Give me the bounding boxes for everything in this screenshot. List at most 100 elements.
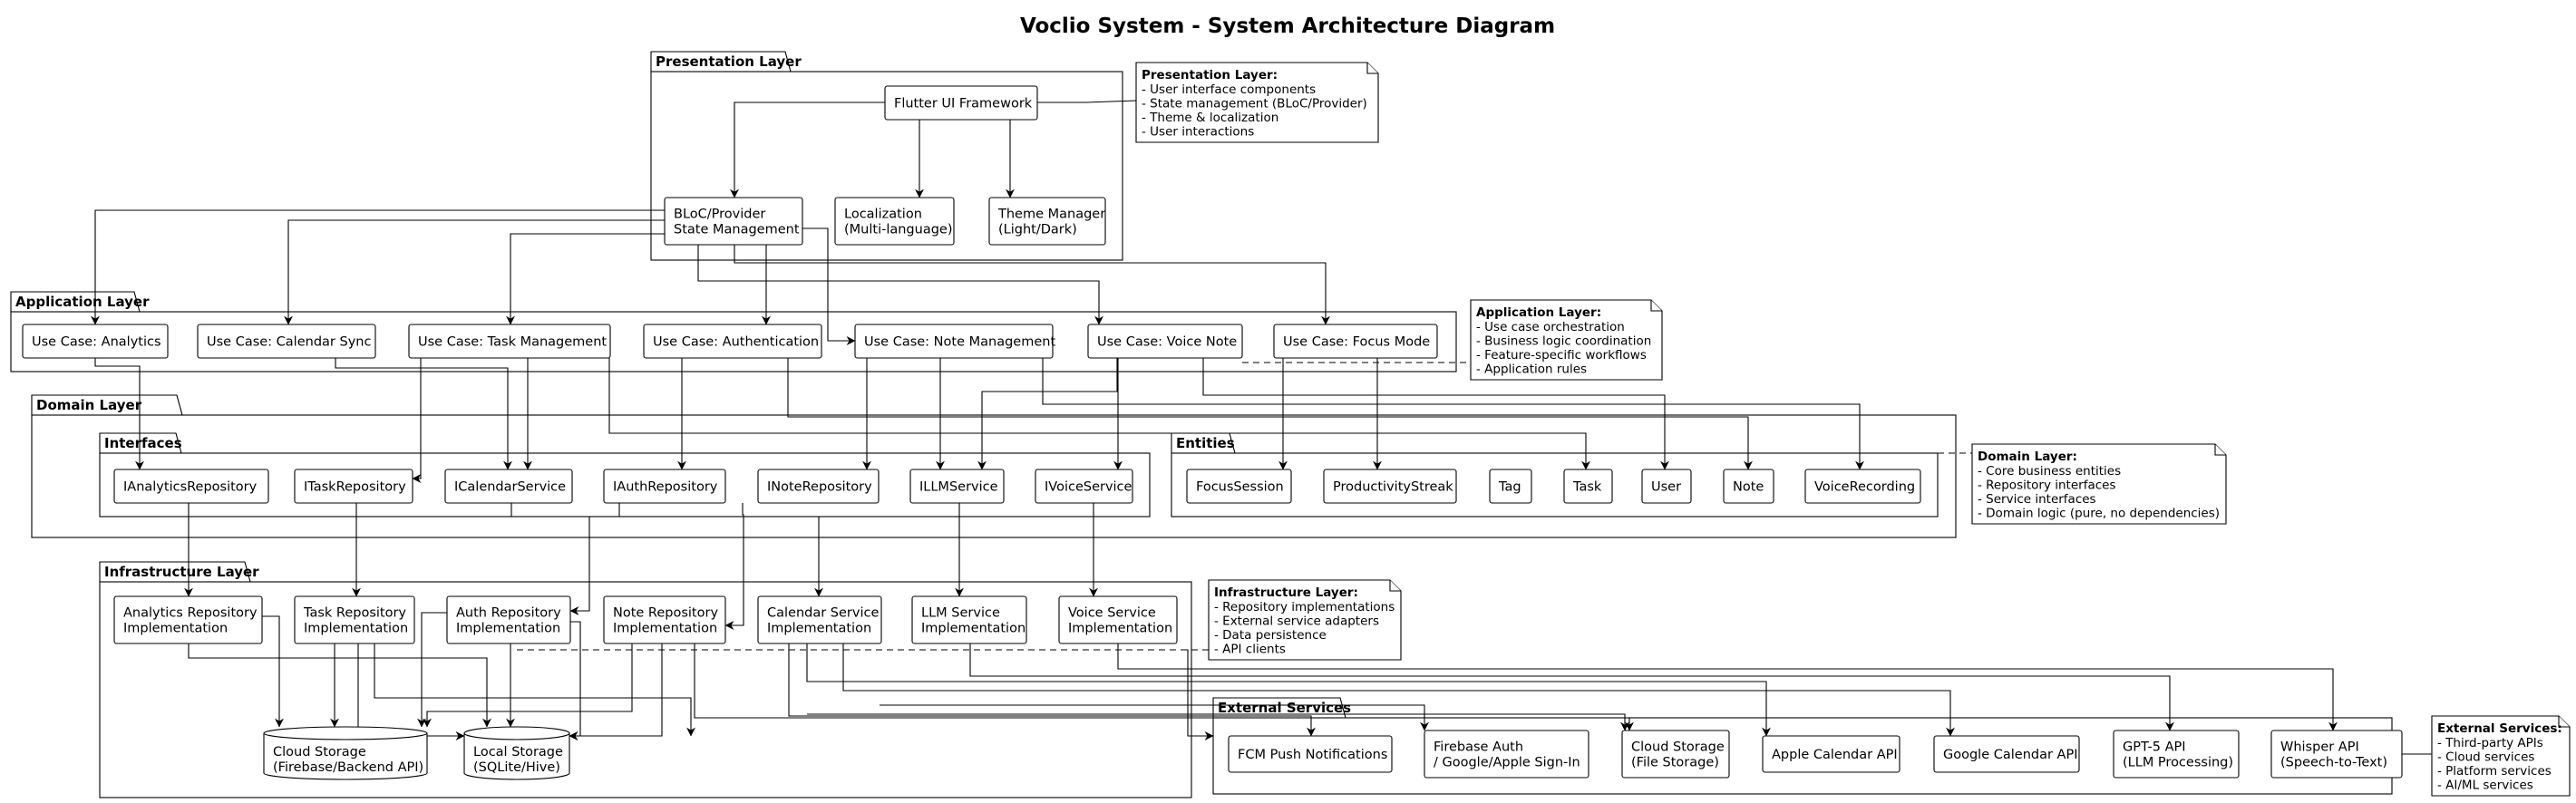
node-localization: Localization(Multi-language) xyxy=(834,197,955,246)
node-label: INoteRepository xyxy=(767,480,872,495)
connector-arrow xyxy=(569,643,663,740)
note-line: - Feature-specific workflows xyxy=(1476,348,1647,363)
note-line: - Data persistence xyxy=(1214,628,1327,643)
package-label-infrastructure: Infrastructure Layer xyxy=(104,564,259,580)
note-domain: Domain Layer:- Core business entities- R… xyxy=(1971,443,2227,525)
package-label-presentation: Presentation Layer xyxy=(656,53,802,70)
node-uc-task: Use Case: Task Management xyxy=(408,324,611,359)
connector-arrow xyxy=(1042,358,1864,470)
connectors xyxy=(91,100,2432,755)
database-label: Local Storage xyxy=(473,745,563,759)
node-uc-voice: Use Case: Voice Note xyxy=(1087,324,1243,359)
note-line: - API clients xyxy=(1214,643,1286,657)
note-title: Domain Layer: xyxy=(1978,450,2077,464)
connector-arrow xyxy=(1117,643,2338,731)
note-line: - User interactions xyxy=(1142,125,1254,140)
node-i-note: INoteRepository xyxy=(757,469,880,504)
connector-arrow xyxy=(412,358,422,483)
node-x-cloud: Cloud Storage(File Storage) xyxy=(1621,730,1730,779)
node-label: Analytics Repository xyxy=(123,606,258,621)
node-label: Apple Calendar API xyxy=(1772,748,1898,762)
note-line: - Domain logic (pure, no dependencies) xyxy=(1978,507,2220,521)
node-label: (Speech-to-Text) xyxy=(2280,756,2387,770)
node-label: Tag xyxy=(1498,480,1521,495)
note-line: - Core business entities xyxy=(1978,464,2121,479)
node-label: Task Repository xyxy=(303,606,406,621)
node-label: ILLMService xyxy=(919,480,998,495)
connector-arrow xyxy=(798,227,856,345)
note-title: Application Layer: xyxy=(1476,305,1601,320)
database-label: (SQLite/Hive) xyxy=(473,760,560,775)
note-line: - Repository interfaces xyxy=(1978,479,2115,493)
note-line: - Theme & localization xyxy=(1142,111,1278,125)
node-label: ITaskRepository xyxy=(304,480,406,495)
node-label: Cloud Storage xyxy=(1631,740,1725,755)
node-theme: Theme Manager(Light/Dark) xyxy=(988,197,1106,246)
node-e-note: Note xyxy=(1723,469,1774,504)
node-label: Use Case: Voice Note xyxy=(1097,335,1237,350)
node-label: ICalendarService xyxy=(454,480,566,495)
note-presentation: Presentation Layer:- User interface comp… xyxy=(1135,62,1379,143)
note-line: - Service interfaces xyxy=(1978,492,2096,507)
node-label: BLoC/Provider xyxy=(674,208,765,222)
node-uc-analytics: Use Case: Analytics xyxy=(22,324,169,359)
note-title: External Services: xyxy=(2437,721,2562,736)
note-line: - External service adapters xyxy=(1214,614,1379,629)
node-label: Note Repository xyxy=(613,606,718,621)
node-uc-calendar: Use Case: Calendar Sync xyxy=(197,324,376,359)
package-label-interfaces: Interfaces xyxy=(104,435,182,451)
note-anchor-presentation xyxy=(1037,100,1137,103)
package-label-domain: Domain Layer xyxy=(36,397,142,413)
note-line: - AI/ML services xyxy=(2437,779,2533,793)
node-flutter: Flutter UI Framework xyxy=(884,85,1038,121)
connector-arrow xyxy=(787,358,1753,470)
node-x-google: Google Calendar API xyxy=(1933,735,2080,773)
node-label: Use Case: Calendar Sync xyxy=(207,335,371,350)
note-infrastructure: Infrastructure Layer:- Repository implem… xyxy=(1208,579,1402,661)
node-label: Implementation xyxy=(123,622,228,636)
connector-arrow xyxy=(569,503,620,615)
node-label: ProductivityStreak xyxy=(1333,480,1453,495)
node-label: Use Case: Authentication xyxy=(653,335,819,350)
note-application: Application Layer:- Use case orchestrati… xyxy=(1470,299,1663,381)
node-i-llm: ILLMService xyxy=(909,469,1005,504)
node-i-calendar: ICalendarService xyxy=(444,469,573,504)
connector-arrow xyxy=(880,704,1429,731)
node-label: Use Case: Task Management xyxy=(418,335,607,350)
node-e-task: Task xyxy=(1563,469,1613,504)
node-label: Implementation xyxy=(304,622,408,636)
node-label: Implementation xyxy=(921,622,1026,636)
node-x-whisper: Whisper API(Speech-to-Text) xyxy=(2270,730,2403,779)
node-e-streak: ProductivityStreak xyxy=(1323,469,1457,504)
note-line: - Use case orchestration xyxy=(1476,320,1625,334)
connector-arrow xyxy=(188,643,491,728)
note-title: Infrastructure Layer: xyxy=(1214,585,1358,600)
note-line: - Repository implementations xyxy=(1214,600,1395,614)
connector-arrow xyxy=(842,643,1955,737)
note-line: - Cloud services xyxy=(2437,750,2534,765)
node-label: Calendar Service xyxy=(767,606,879,621)
node-x-firebase: Firebase Auth/ Google/Apple Sign-In xyxy=(1424,730,1589,779)
node-label: Implementation xyxy=(456,622,560,636)
node-label: IVoiceService xyxy=(1045,480,1132,495)
node-label: GPT-5 API xyxy=(2123,740,2186,755)
diagram-title: Voclio System - System Architecture Diag… xyxy=(1020,15,1555,38)
node-label: Use Case: Note Management xyxy=(864,335,1055,350)
node-label: Google Calendar API xyxy=(1943,748,2078,762)
node-label: Whisper API xyxy=(2280,740,2359,755)
note-line: - Application rules xyxy=(1476,363,1587,377)
node-label: Task xyxy=(1572,480,1602,495)
note-line: - Third-party APIs xyxy=(2437,736,2543,750)
node-uc-focus: Use Case: Focus Mode xyxy=(1273,324,1438,359)
connector-arrow xyxy=(506,233,665,325)
node-label: (Multi-language) xyxy=(844,223,953,237)
